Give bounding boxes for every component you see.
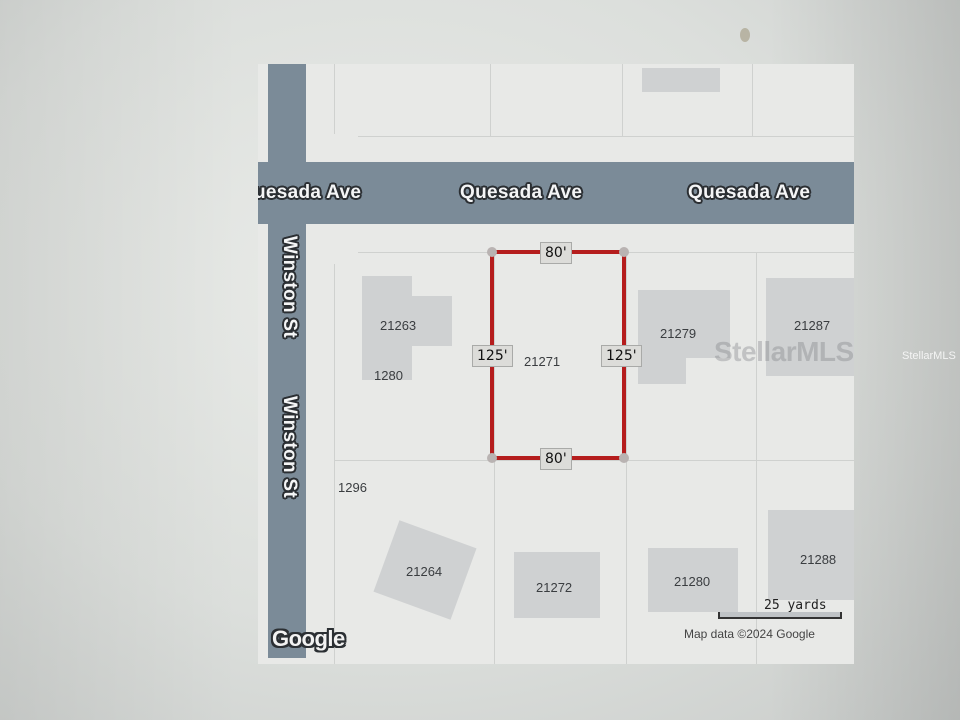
road-label-quesada-ave: Quesada Ave (460, 182, 583, 203)
dimension-label-left: 125' (472, 345, 513, 367)
road-label-winston-st: Winston St (279, 236, 300, 339)
address-label: 21287 (794, 318, 831, 333)
scale-bar (718, 612, 842, 619)
lot-line (358, 136, 854, 137)
building-footprint (408, 296, 452, 346)
building-footprint (638, 354, 686, 384)
building-footprint (648, 548, 738, 612)
building-footprint (362, 276, 412, 380)
map-canvas[interactable]: uesada Ave Quesada Ave Quesada Ave Winst… (258, 64, 854, 664)
road-quesada-ave (258, 162, 854, 224)
watermark-stellarmls: StellarMLS (714, 336, 854, 367)
building-footprint (768, 510, 854, 600)
road-label-quesada-ave: Quesada Ave (688, 182, 811, 203)
address-label: 21272 (536, 580, 573, 595)
lot-line (752, 64, 753, 136)
lot-line (334, 64, 335, 134)
lot-line (334, 264, 335, 664)
lot-line (622, 64, 623, 136)
lot-line (756, 252, 757, 664)
screen-smudge (740, 28, 750, 42)
scale-label: 25 yards (764, 598, 827, 613)
road-label-winston-st: Winston St (279, 396, 300, 499)
address-label: 21264 (406, 564, 443, 579)
address-label: 21288 (800, 552, 837, 567)
address-label: 1280 (374, 368, 403, 383)
building-footprint (642, 68, 720, 92)
dimension-label-bottom: 80' (540, 448, 572, 470)
building-footprint (638, 290, 730, 358)
road-winston-st (268, 64, 306, 658)
parcel-vertex-handle[interactable] (487, 453, 497, 463)
lot-line (490, 64, 491, 136)
parcel-vertex-handle[interactable] (619, 453, 629, 463)
address-label: 1296 (338, 480, 367, 495)
road-label-quesada-ave: uesada Ave (258, 182, 362, 203)
dimension-label-right: 125' (601, 345, 642, 367)
building-footprint (766, 278, 854, 376)
building-footprint (514, 552, 600, 618)
dimension-label-top: 80' (540, 242, 572, 264)
watermark-stellarmls-small: StellarMLS (902, 350, 956, 362)
address-label: 21279 (660, 326, 697, 341)
google-logo: Google (272, 626, 345, 651)
address-label: 21280 (674, 574, 711, 589)
parcel-vertex-handle[interactable] (487, 247, 497, 257)
parcel-address-label: 21271 (524, 354, 561, 369)
map-attribution[interactable]: Map data ©2024 Google (684, 627, 815, 641)
address-label: 21263 (380, 318, 417, 333)
lot-line (334, 460, 854, 461)
parcel-vertex-handle[interactable] (619, 247, 629, 257)
